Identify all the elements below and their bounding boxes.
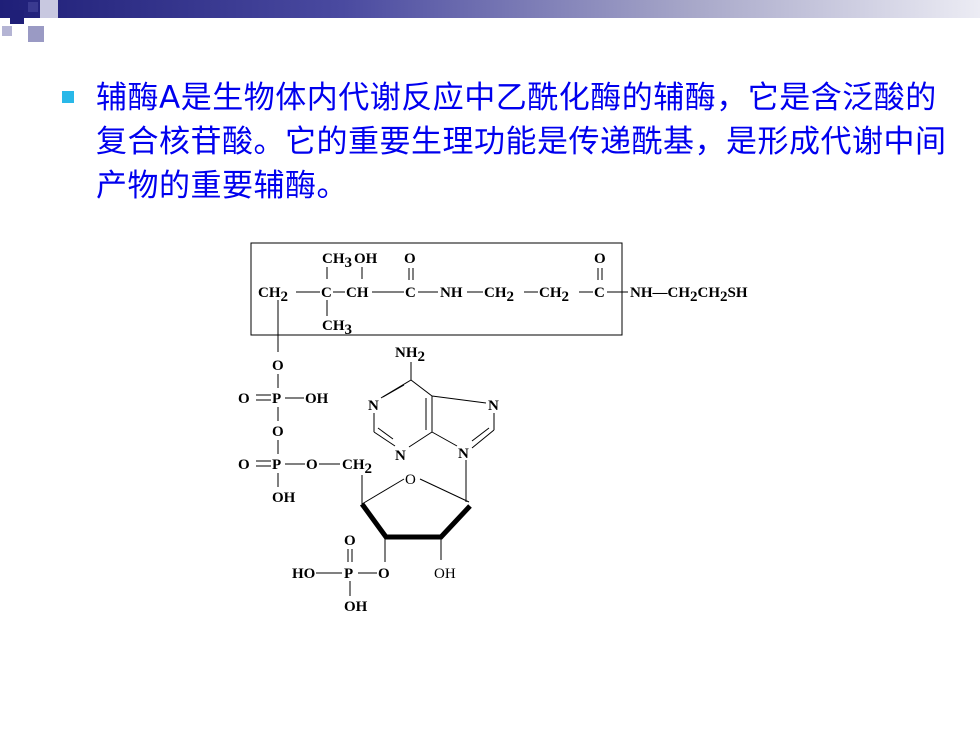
label-o-p3: O [378,566,390,582]
pantetheine-box [250,242,623,336]
label-ch2-ribose: CH2 [342,457,372,477]
label-chain-end: NH—CH2CH2SH [630,285,748,305]
label-ch: CH [346,285,369,301]
ribose-thin-bonds [361,460,470,562]
label-n9: N [458,446,469,462]
label-ch3-top: CH3 [322,251,352,271]
phosphate-bonds [256,374,340,487]
bullet-text: 辅酶A是生物体内代谢反应中乙酰化酶的辅酶，它是含泛酸的复合核苷酸。它的重要生理功… [96,80,947,204]
label-o-link-2: O [272,424,284,440]
label-o-link-1: O [272,358,284,374]
label-p1: P [272,391,281,407]
label-ho-p3: HO [292,566,315,582]
deco-square-dark-2 [28,2,38,12]
label-o-ester: O [306,457,318,473]
phosphate3-bonds [316,549,377,596]
label-n3: N [395,448,406,464]
label-nh-1: NH [440,285,463,301]
label-o-ring: O [405,472,416,488]
bullet-square-icon [62,91,74,103]
bullet-paragraph: 辅酶A是生物体内代谢反应中乙酰化酶的辅酶，它是含泛酸的复合核苷酸。它的重要生理功… [60,76,960,208]
label-o-carbonyl-1: O [404,251,416,267]
label-o-double-p2: O [238,457,250,473]
label-ch2-a: CH2 [484,285,514,305]
label-c-amide-1: C [405,285,416,301]
label-c-amide-2: C [594,285,605,301]
label-o-phosphate-top: O [344,533,356,549]
label-oh-top: OH [354,251,378,267]
chain-bonds [277,267,628,352]
label-nh2: NH2 [395,345,425,365]
label-p3: P [344,566,353,582]
label-oh-p3: OH [344,599,368,615]
label-oh-p2: OH [272,490,296,506]
label-n7: N [488,398,499,414]
label-o-double-p1: O [238,391,250,407]
label-ch2-b: CH2 [539,285,569,305]
adenine-bonds [373,362,495,449]
label-oh-ribose: OH [434,566,456,582]
label-oh-p1: OH [305,391,329,407]
header-bar [0,0,980,18]
deco-square-light-2 [2,26,12,36]
label-ch3-bottom: CH3 [322,318,352,338]
label-c-quaternary: C [321,285,332,301]
deco-square-light-3 [28,26,44,42]
label-n1: N [368,398,379,414]
deco-square-dark-1 [10,10,24,24]
label-ch2-start: CH2 [258,285,288,305]
deco-square-light-1 [40,0,58,18]
label-o-carbonyl-2: O [594,251,606,267]
label-p2: P [272,457,281,473]
ribose-bold-edge [359,502,472,540]
